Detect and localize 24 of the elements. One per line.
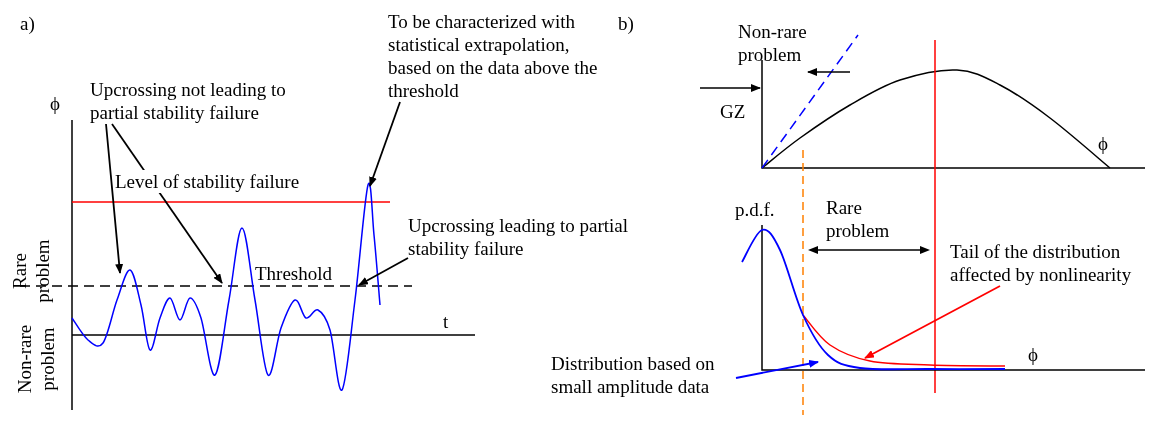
axis-label: ϕ	[1098, 132, 1108, 155]
axis-label: p.d.f.	[735, 198, 775, 221]
callout-text: Tail of the distribution affected by nonlinearity	[950, 240, 1140, 286]
leader-arrow	[105, 123, 124, 274]
line-label: Level of stability failure	[115, 170, 300, 193]
leader-arrow	[369, 101, 401, 187]
leader-arrow	[358, 257, 409, 286]
axis-label: GZ	[720, 100, 746, 123]
region-label: Non-rare problem	[738, 20, 808, 66]
axis-label: t	[443, 310, 449, 333]
leader-arrow	[864, 285, 1001, 359]
region-label: Rare problem	[8, 238, 54, 305]
callout-text: To be characterized with statistical extrapolation, based on the data above the threshold	[388, 10, 616, 102]
axis-label: ϕ	[50, 92, 60, 115]
axis-label: ϕ	[1028, 343, 1038, 366]
callout-text: Upcrossing not leading to partial stability failure	[90, 78, 325, 124]
line-label: Threshold	[255, 262, 333, 285]
leader-arrow	[735, 359, 819, 379]
panel-label: a)	[20, 12, 35, 35]
region-label: Rare problem	[826, 196, 891, 242]
region-label: Non-rare problem	[13, 323, 59, 396]
callout-text: Distribution based on small amplitude data	[551, 352, 736, 398]
callout-text: Upcrossing leading to partial stability failure	[408, 214, 636, 260]
panel-label: b)	[618, 12, 634, 35]
